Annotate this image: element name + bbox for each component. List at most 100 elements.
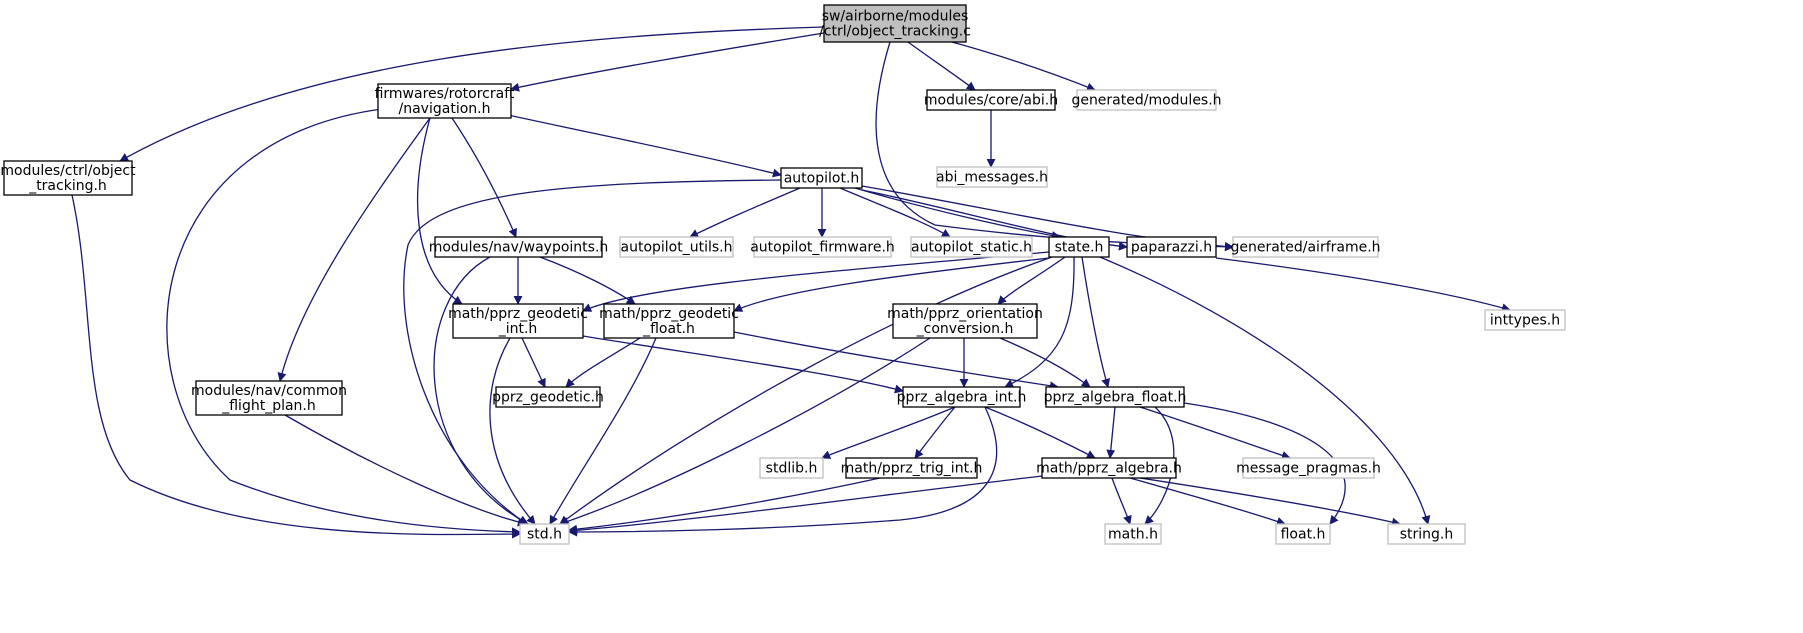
node-label-line: _int.h (498, 321, 538, 337)
node-box (3, 160, 133, 196)
node-geodetic-int[interactable]: math/pprz_geodetic_int.h (448, 303, 588, 339)
node-paparazzi[interactable]: paparazzi.h (1126, 236, 1217, 258)
edge-pprz_algebra-to-float (1129, 477, 1286, 526)
edge-waypoints-to-std (433, 256, 529, 525)
node-label-line: sw/airborne/modules (822, 9, 969, 25)
node-label-line: generated/modules.h (1071, 93, 1221, 109)
node-pprz-geodetic[interactable]: pprz_geodetic.h (492, 386, 604, 408)
edge-algebra_int-to-pprz_algebra (984, 406, 1096, 459)
node-orientation[interactable]: math/pprz_orientation_conversion.h (887, 303, 1043, 339)
node-box (495, 386, 601, 408)
node-box (926, 89, 1056, 111)
node-box (759, 457, 824, 479)
node-root: sw/airborne/modules/ctrl/object_tracking… (819, 4, 971, 43)
node-label-line: pprz_geodetic.h (492, 390, 604, 406)
node-label-line: math/pprz_trig_int.h (841, 461, 983, 477)
node-waypoints[interactable]: modules/nav/waypoints.h (429, 236, 609, 258)
node-label-line: /ctrl/object_tracking.c (819, 24, 971, 40)
node-label-line: autopilot_static.h (911, 240, 1032, 256)
edge-algebra_float-to-pprz_algebra (1106, 406, 1116, 459)
edge-algebra_float-to-message_pragmas (1139, 406, 1291, 460)
edge-algebra_int-to-trig_int (914, 406, 956, 459)
node-pprz-algebra[interactable]: math/pprz_algebra.h (1036, 457, 1182, 479)
node-label-line: math/pprz_orientation (887, 306, 1043, 322)
node-box (1232, 236, 1379, 258)
node-box (377, 83, 512, 119)
node-label-line: state.h (1055, 240, 1104, 256)
node-label-line: modules/ctrl/object (0, 163, 136, 179)
node-label-line: abi_messages.h (936, 170, 1048, 186)
node-math: math.h (1104, 523, 1162, 545)
node-label-line: std.h (527, 527, 562, 543)
node-abi[interactable]: modules/core/abi.h (924, 89, 1058, 111)
node-box (1275, 523, 1331, 545)
node-box (823, 4, 967, 43)
edge-geodetic_int-to-std (489, 337, 536, 525)
node-label-line: firmwares/rotorcraft (375, 86, 515, 102)
node-box (892, 303, 1038, 339)
edge-state-to-std (559, 256, 1053, 525)
node-label-line: autopilot.h (784, 171, 860, 187)
edge-algebra_int-to-stdlib (821, 406, 956, 459)
node-inttypes: inttypes.h (1484, 309, 1566, 331)
node-box (845, 457, 978, 479)
edge-state-to-algebra_int (1004, 256, 1075, 388)
edge-waypoints-to-geodetic_float (539, 256, 636, 305)
node-autopilot[interactable]: autopilot.h (780, 167, 863, 189)
node-label-line: string.h (1400, 527, 1454, 543)
node-label-line: float.h (1281, 527, 1326, 543)
edge-orientation-to-algebra_float (999, 337, 1091, 388)
node-label-line: modules/nav/common (191, 383, 347, 399)
node-object-tracking-h[interactable]: modules/ctrl/object_tracking.h (0, 160, 136, 196)
node-autopilot-utils: autopilot_utils.h (619, 236, 734, 258)
node-box (902, 386, 1021, 408)
edge-root-to-generated_modules (951, 41, 1096, 92)
node-label-line: generated/airframe.h (1230, 240, 1380, 256)
edge-state-to-geodetic_float (733, 257, 1050, 312)
node-box (1126, 236, 1217, 258)
edge-pprz_algebra-to-string (1139, 477, 1401, 527)
node-box (1484, 309, 1566, 331)
edge-common_flight_plan-to-std (284, 414, 527, 527)
node-label-line: _tracking.h (28, 178, 107, 194)
edge-root-to-object_tracking_h (119, 26, 825, 162)
edge-autopilot-to-autopilot_utils (689, 187, 801, 238)
node-box (195, 380, 343, 416)
node-box (1041, 457, 1177, 479)
edge-object_tracking_h-to-std (71, 194, 521, 539)
node-state[interactable]: state.h (1048, 236, 1110, 258)
node-label-line: inttypes.h (1490, 313, 1560, 329)
node-common-flight-plan[interactable]: modules/nav/common_flight_plan.h (191, 380, 347, 416)
node-box (936, 166, 1048, 188)
edge-algebra_int-to-std (568, 406, 998, 537)
edge-autopilot-to-std (403, 179, 782, 525)
node-generated-modules: generated/modules.h (1071, 89, 1222, 111)
edge-navigation-to-geodetic_int (416, 117, 463, 305)
node-algebra-float[interactable]: pprz_algebra_float.h (1044, 386, 1187, 408)
edge-autopilot-to-autopilot_static (839, 187, 951, 238)
node-label-line: paparazzi.h (1131, 240, 1212, 256)
node-algebra-int[interactable]: pprz_algebra_int.h (897, 386, 1027, 408)
node-box (434, 236, 603, 258)
edge-pprz_algebra-to-math (1111, 477, 1132, 525)
node-label-line: /navigation.h (399, 101, 491, 117)
edge-pprz_algebra-to-std (568, 475, 1043, 535)
edge-root-to-abi (907, 41, 976, 91)
node-label-line: stdlib.h (766, 461, 818, 477)
edge-orientation-to-std (559, 337, 931, 526)
node-label-line: modules/core/abi.h (924, 93, 1058, 109)
edge-algebra_float-to-float (1183, 402, 1346, 525)
node-label-line: math/pprz_geodetic (448, 306, 588, 322)
node-box (1045, 386, 1185, 408)
node-trig-int[interactable]: math/pprz_trig_int.h (841, 457, 983, 479)
edge-trig_int-to-std (568, 477, 881, 534)
node-navigation[interactable]: firmwares/rotorcraft/navigation.h (375, 83, 515, 119)
nodes-layer: sw/airborne/modules/ctrl/object_tracking… (0, 4, 1566, 545)
node-box (1048, 236, 1110, 258)
edge-root-to-navigation (510, 32, 825, 92)
node-label-line: math/pprz_algebra.h (1036, 461, 1182, 477)
edge-paparazzi-to-inttypes (1215, 257, 1511, 313)
node-abi-messages: abi_messages.h (936, 166, 1048, 188)
node-geodetic-float[interactable]: math/pprz_geodetic_float.h (599, 303, 739, 339)
